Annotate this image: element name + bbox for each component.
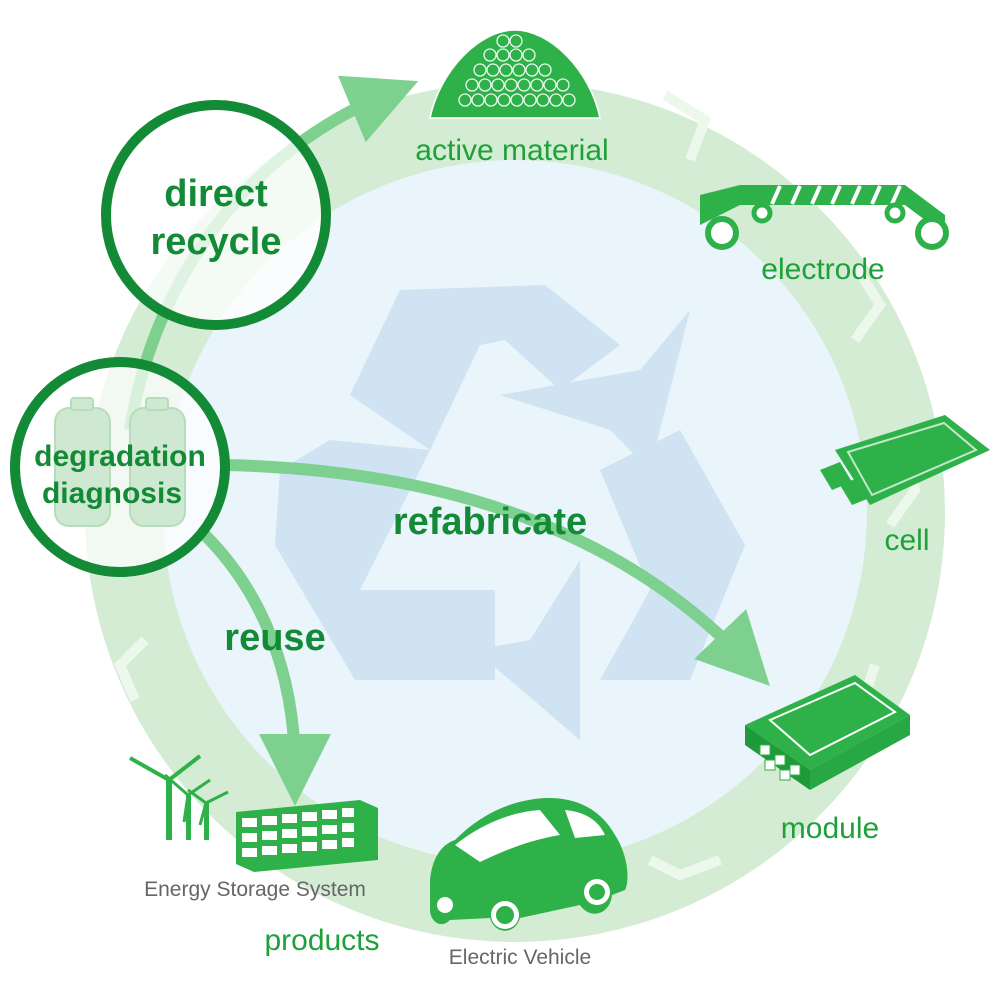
energy-storage-rack-icon bbox=[236, 800, 378, 872]
refabricate-label: refabricate bbox=[393, 501, 587, 543]
active-material-label: active material bbox=[415, 134, 608, 167]
cell-label: cell bbox=[884, 524, 929, 557]
degradation-label-line2: diagnosis bbox=[42, 477, 182, 510]
active-material-pile-icon bbox=[429, 29, 601, 119]
reuse-label: reuse bbox=[224, 617, 325, 659]
energy-storage-caption: Energy Storage System bbox=[144, 878, 366, 901]
electric-vehicle-caption: Electric Vehicle bbox=[449, 946, 591, 969]
direct-recycle-hub: direct recycle bbox=[101, 100, 331, 330]
battery-icon bbox=[54, 397, 186, 527]
module-label: module bbox=[781, 812, 879, 845]
reuse-arrow bbox=[200, 530, 331, 806]
wind-turbine-icon bbox=[129, 754, 229, 840]
degradation-diagnosis-hub: degradation diagnosis bbox=[10, 357, 230, 577]
products-label: products bbox=[264, 924, 379, 957]
degradation-label-line1: degradation bbox=[34, 440, 206, 473]
refabricate-arrow bbox=[224, 459, 770, 686]
direct-recycle-label-line2: recycle bbox=[150, 221, 281, 263]
cell-pouch-icon bbox=[820, 415, 990, 505]
electrode-label: electrode bbox=[761, 253, 884, 286]
electric-vehicle-icon bbox=[430, 797, 628, 931]
battery-module-icon bbox=[745, 675, 910, 790]
direct-recycle-label-line1: direct bbox=[164, 173, 268, 215]
electrode-conveyor-icon bbox=[700, 185, 949, 250]
